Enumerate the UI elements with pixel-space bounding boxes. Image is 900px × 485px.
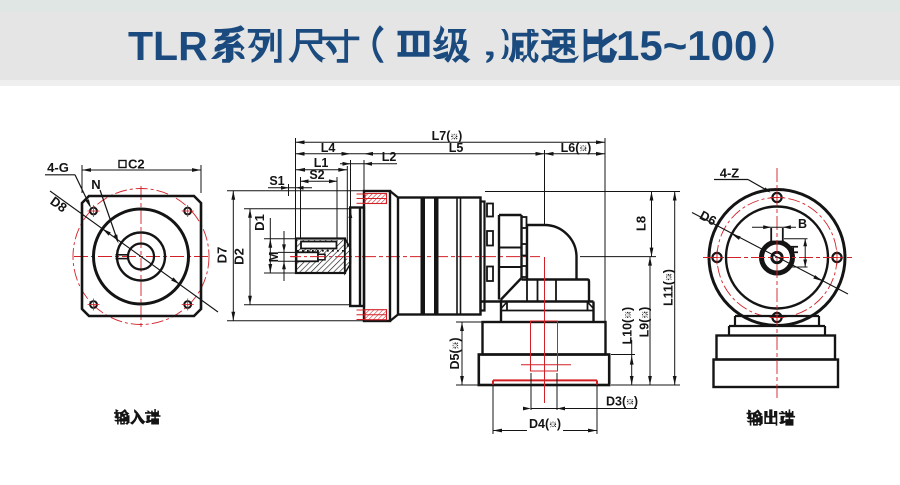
- svg-text:L2: L2: [382, 150, 397, 164]
- svg-text:S2: S2: [309, 168, 324, 182]
- svg-text:L1: L1: [314, 156, 329, 170]
- svg-text:D5(: D5(: [448, 349, 462, 370]
- svg-text:D4(: D4(: [529, 417, 550, 431]
- svg-text:D3(: D3(: [606, 394, 627, 408]
- svg-text:): ): [634, 394, 638, 408]
- svg-text:): ): [557, 417, 561, 431]
- svg-text:L5: L5: [449, 141, 464, 155]
- svg-text:L9(: L9(: [638, 318, 652, 338]
- svg-text:L8: L8: [634, 216, 649, 231]
- svg-text:L10(: L10(: [621, 318, 635, 345]
- svg-text:): ): [661, 269, 675, 273]
- svg-text:H: H: [787, 245, 801, 254]
- svg-text:): ): [448, 337, 462, 341]
- svg-text:D1: D1: [252, 214, 267, 231]
- svg-text:D7: D7: [215, 247, 230, 264]
- svg-text:L7(: L7(: [432, 129, 452, 143]
- svg-text:L4: L4: [321, 141, 336, 155]
- svg-text:D6: D6: [697, 208, 719, 229]
- svg-text:15~100: 15~100: [616, 22, 757, 69]
- svg-text:B: B: [798, 217, 807, 231]
- svg-text:): ): [458, 129, 462, 143]
- svg-text:): ): [587, 141, 591, 155]
- svg-text:N: N: [91, 177, 100, 192]
- svg-text:D2: D2: [232, 248, 247, 265]
- svg-text:S1: S1: [269, 174, 284, 188]
- svg-text:): ): [621, 307, 635, 311]
- svg-text:): ): [638, 307, 652, 311]
- svg-text:TLR: TLR: [128, 23, 208, 69]
- svg-text:L11(: L11(: [661, 280, 675, 306]
- svg-text:L6(: L6(: [561, 141, 581, 155]
- svg-text:4-Z: 4-Z: [720, 166, 740, 181]
- svg-text:M: M: [266, 252, 281, 263]
- svg-text:4-G: 4-G: [47, 160, 69, 175]
- svg-text:C2: C2: [128, 157, 145, 172]
